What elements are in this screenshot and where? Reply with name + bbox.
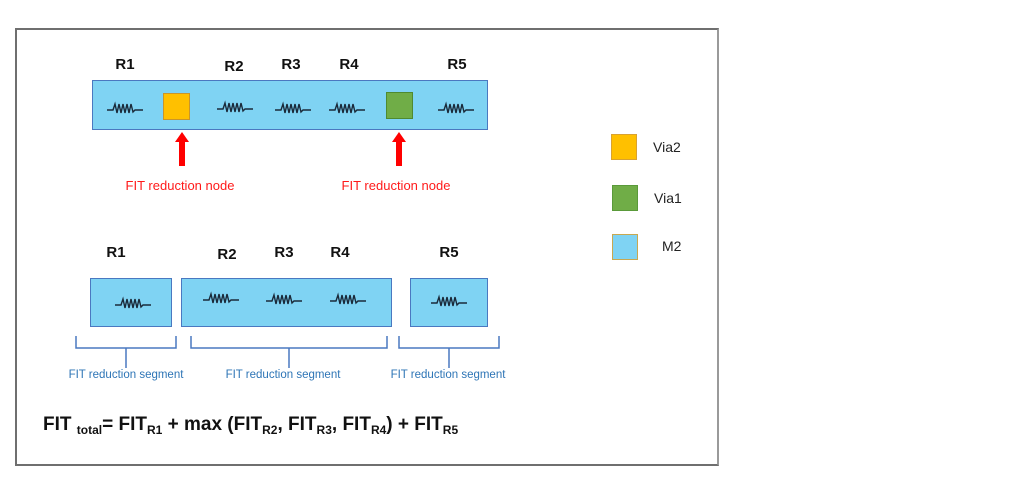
fit-total-formula: FIT total= FITR1 + max (FITR2, FITR3, FI…	[43, 414, 458, 437]
formula-operator: =	[102, 414, 119, 435]
legend-swatch-via2	[611, 134, 637, 160]
segment-brace	[190, 336, 388, 368]
legend-swatch-via1	[612, 185, 638, 211]
resistor-icon	[330, 292, 366, 305]
legend-label-via1: Via1	[654, 190, 682, 206]
resistor-icon	[431, 294, 467, 307]
bottom-label-r4: R4	[330, 244, 350, 261]
formula-subscript: R5	[442, 423, 459, 437]
fit-reduction-segment-label: FIT reduction segment	[225, 369, 341, 381]
formula-subscript: R2	[262, 423, 278, 437]
formula-term: FIT	[233, 414, 263, 435]
resistor-icon	[115, 296, 151, 309]
resistor-icon	[329, 101, 365, 114]
legend-label-m2: M2	[662, 238, 682, 254]
formula-term: FIT	[118, 414, 148, 435]
bottom-label-r3: R3	[274, 244, 294, 261]
formula-subscript: total	[76, 423, 103, 437]
formula-subscript: R4	[370, 423, 387, 437]
legend-label-via2: Via2	[653, 139, 681, 155]
top-label-r5: R5	[447, 56, 467, 73]
up-arrow-icon	[175, 132, 189, 166]
m2-segment-r1	[90, 278, 172, 327]
resistor-icon	[217, 100, 253, 113]
legend-swatch-m2	[612, 234, 638, 260]
formula-operator: ) +	[386, 414, 415, 435]
fit-reduction-segment-label: FIT reduction segment	[390, 369, 506, 381]
formula-term: FIT	[414, 414, 443, 435]
m2-segment-r5	[410, 278, 488, 327]
formula-subscript: R1	[147, 423, 163, 437]
resistor-icon	[203, 291, 239, 304]
bottom-label-r2: R2	[217, 246, 237, 263]
bottom-label-r5: R5	[439, 244, 459, 261]
formula-operator: ,	[331, 414, 343, 435]
fit-reduction-node-label: FIT reduction node	[125, 178, 235, 193]
bottom-label-r1: R1	[106, 244, 126, 261]
fit-reduction-segment-label: FIT reduction segment	[68, 369, 184, 381]
via2-square	[163, 93, 190, 120]
segment-brace	[75, 336, 177, 368]
formula-term: FIT	[43, 414, 72, 435]
formula-operator: + max (	[162, 414, 234, 435]
resistor-icon	[107, 101, 143, 114]
resistor-icon	[275, 101, 311, 114]
via1-square	[386, 92, 413, 119]
top-label-r2: R2	[224, 58, 244, 75]
up-arrow-icon	[392, 132, 406, 166]
segment-brace	[398, 336, 500, 368]
top-label-r3: R3	[281, 56, 301, 73]
top-label-r1: R1	[115, 56, 135, 73]
m2-metal-strip	[92, 80, 488, 130]
resistor-icon	[438, 101, 474, 114]
formula-subscript: R3	[316, 423, 332, 437]
formula-term: FIT	[288, 414, 317, 435]
top-label-r4: R4	[339, 56, 359, 73]
fit-reduction-node-label: FIT reduction node	[341, 178, 451, 193]
resistor-icon	[266, 292, 302, 305]
formula-term: FIT	[342, 414, 371, 435]
formula-operator: ,	[277, 414, 289, 435]
